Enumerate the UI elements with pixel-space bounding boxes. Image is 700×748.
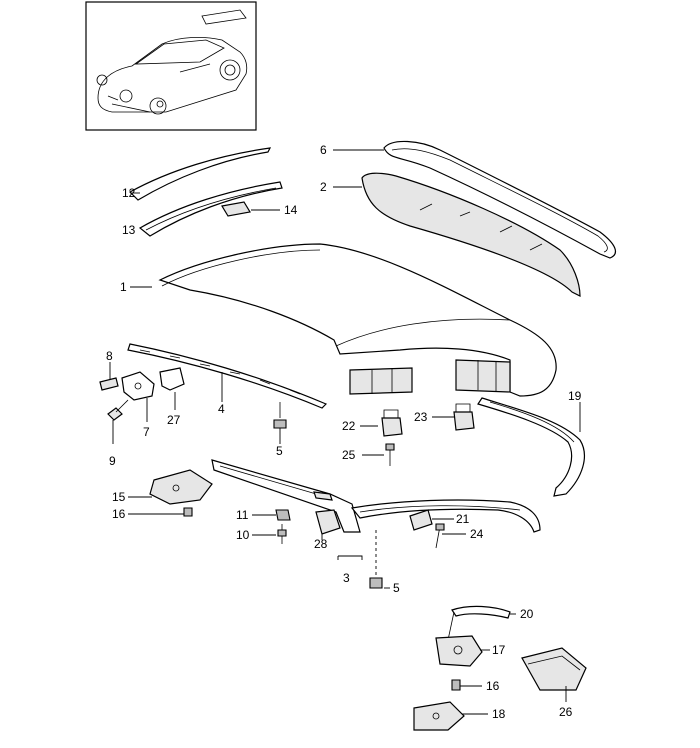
callout-28: 28 <box>314 537 328 551</box>
leader-lines <box>109 149 581 715</box>
callout-17: 17 <box>492 643 506 657</box>
part-12-trim-strip <box>129 147 272 201</box>
vehicle-thumbnail <box>85 1 257 131</box>
callout-21: 21 <box>456 512 470 526</box>
part-23-fastener <box>453 403 475 431</box>
part-4-side-rail <box>127 343 328 409</box>
part-7-bracket <box>121 371 155 401</box>
callout-24: 24 <box>470 527 484 541</box>
callout-5-upper: 5 <box>276 444 283 458</box>
part-26-cover <box>521 647 587 691</box>
callout-6: 6 <box>320 143 327 157</box>
part-28-block <box>315 509 341 535</box>
callout-11: 11 <box>236 508 249 522</box>
part-20-rod <box>447 605 511 641</box>
part-24-screw <box>435 523 445 549</box>
part-25-screw <box>385 443 395 466</box>
callout-1: 1 <box>120 280 127 294</box>
part-1-roof-cover <box>158 243 557 397</box>
part-3-frame <box>211 459 541 533</box>
callout-27: 27 <box>167 413 181 427</box>
part-13-frame-strip <box>138 181 283 237</box>
callout-13: 13 <box>122 223 136 237</box>
callout-20: 20 <box>520 607 534 621</box>
callout-22: 22 <box>342 419 356 433</box>
callout-3: 3 <box>343 571 350 585</box>
callout-23: 23 <box>414 410 428 424</box>
callout-10: 10 <box>236 528 250 542</box>
part-15-hinge <box>149 469 213 505</box>
part-17-mechanism <box>435 635 483 667</box>
part-8-bolt <box>99 377 119 391</box>
callout-12: 12 <box>122 186 136 200</box>
callout-16-lower: 16 <box>486 679 500 693</box>
callout-2: 2 <box>320 180 327 194</box>
part-27-clip <box>159 367 185 391</box>
part-22-fastener <box>381 409 403 437</box>
part-10-screw <box>277 524 287 544</box>
part-16-screw-lower <box>451 679 461 691</box>
callout-7: 7 <box>143 425 150 439</box>
callout-18: 18 <box>492 707 506 721</box>
part-9-screw <box>107 399 129 421</box>
callout-19: 19 <box>568 389 582 403</box>
callout-16-upper: 16 <box>112 507 126 521</box>
callout-4: 4 <box>218 402 225 416</box>
part-2-rear-window <box>361 172 581 297</box>
part-18-base <box>413 701 465 731</box>
part-11-nut <box>275 509 291 521</box>
callout-14: 14 <box>284 203 298 217</box>
part-5-bolt-lower <box>369 530 383 589</box>
callout-labels: 1 2 3 4 5 5 6 7 8 9 10 11 12 13 14 15 16… <box>106 143 582 721</box>
callout-8: 8 <box>106 349 113 363</box>
part-5-bolt-upper <box>273 402 287 429</box>
part-21-bracket <box>409 509 433 531</box>
callout-26: 26 <box>559 705 573 719</box>
callout-25: 25 <box>342 448 356 462</box>
callout-5-lower: 5 <box>393 581 400 595</box>
callout-15: 15 <box>112 490 126 504</box>
part-14-clip <box>221 201 251 217</box>
part-19-seal <box>477 397 585 497</box>
part-6-window-seal <box>383 140 617 259</box>
callout-9: 9 <box>109 454 116 468</box>
part-16-screw-upper <box>183 507 193 517</box>
